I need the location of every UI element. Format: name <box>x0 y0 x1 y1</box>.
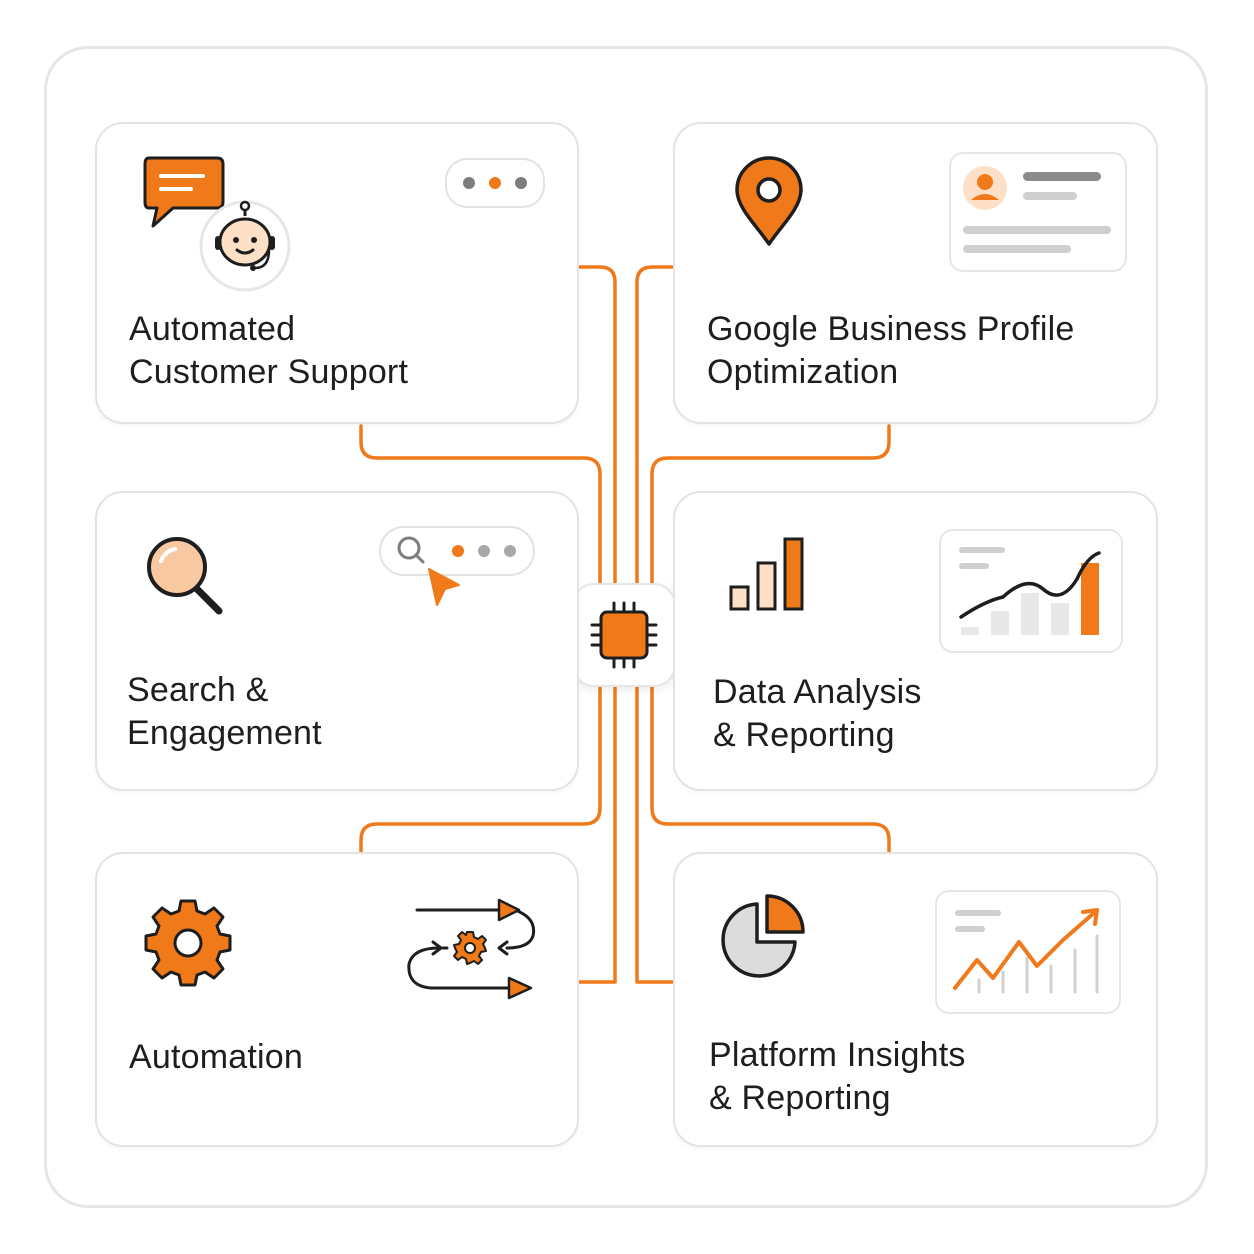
hub-processor <box>572 583 676 687</box>
bar-chart-icon <box>729 537 804 611</box>
growth-chart-icon <box>935 890 1121 1014</box>
card-title: Automation <box>129 1038 303 1076</box>
profile-card-icon <box>949 152 1127 272</box>
magnifier-icon <box>147 537 223 615</box>
card-platform-insights: Platform Insights& Reporting <box>673 852 1158 1147</box>
typing-dots-icon <box>445 158 545 208</box>
gear-icon <box>144 899 232 987</box>
chat-bubble-icon <box>143 156 225 228</box>
card-data-analysis: Data Analysis& Reporting <box>673 491 1158 791</box>
card-title: Search &Engagement <box>127 671 322 752</box>
location-pin-icon <box>735 156 803 246</box>
processor-chip-icon <box>590 601 658 669</box>
search-bar-icon <box>379 526 535 576</box>
pie-chart-icon <box>721 894 805 978</box>
connector-bottom-left <box>359 685 602 854</box>
trend-chart-icon <box>939 529 1123 653</box>
card-automation: Automation <box>95 852 579 1147</box>
connector-top-right <box>650 424 891 585</box>
workflow-cycle-icon <box>407 898 536 1000</box>
card-search-engagement: Search &Engagement <box>95 491 579 791</box>
connector-top-left <box>359 424 602 585</box>
robot-face-icon <box>199 200 291 292</box>
connector-bottom-right <box>650 685 891 854</box>
connector-right-trunk <box>635 265 674 984</box>
card-title: Data Analysis& Reporting <box>713 673 922 754</box>
cursor-arrow-icon <box>428 568 460 606</box>
card-title: Platform Insights& Reporting <box>709 1036 966 1117</box>
